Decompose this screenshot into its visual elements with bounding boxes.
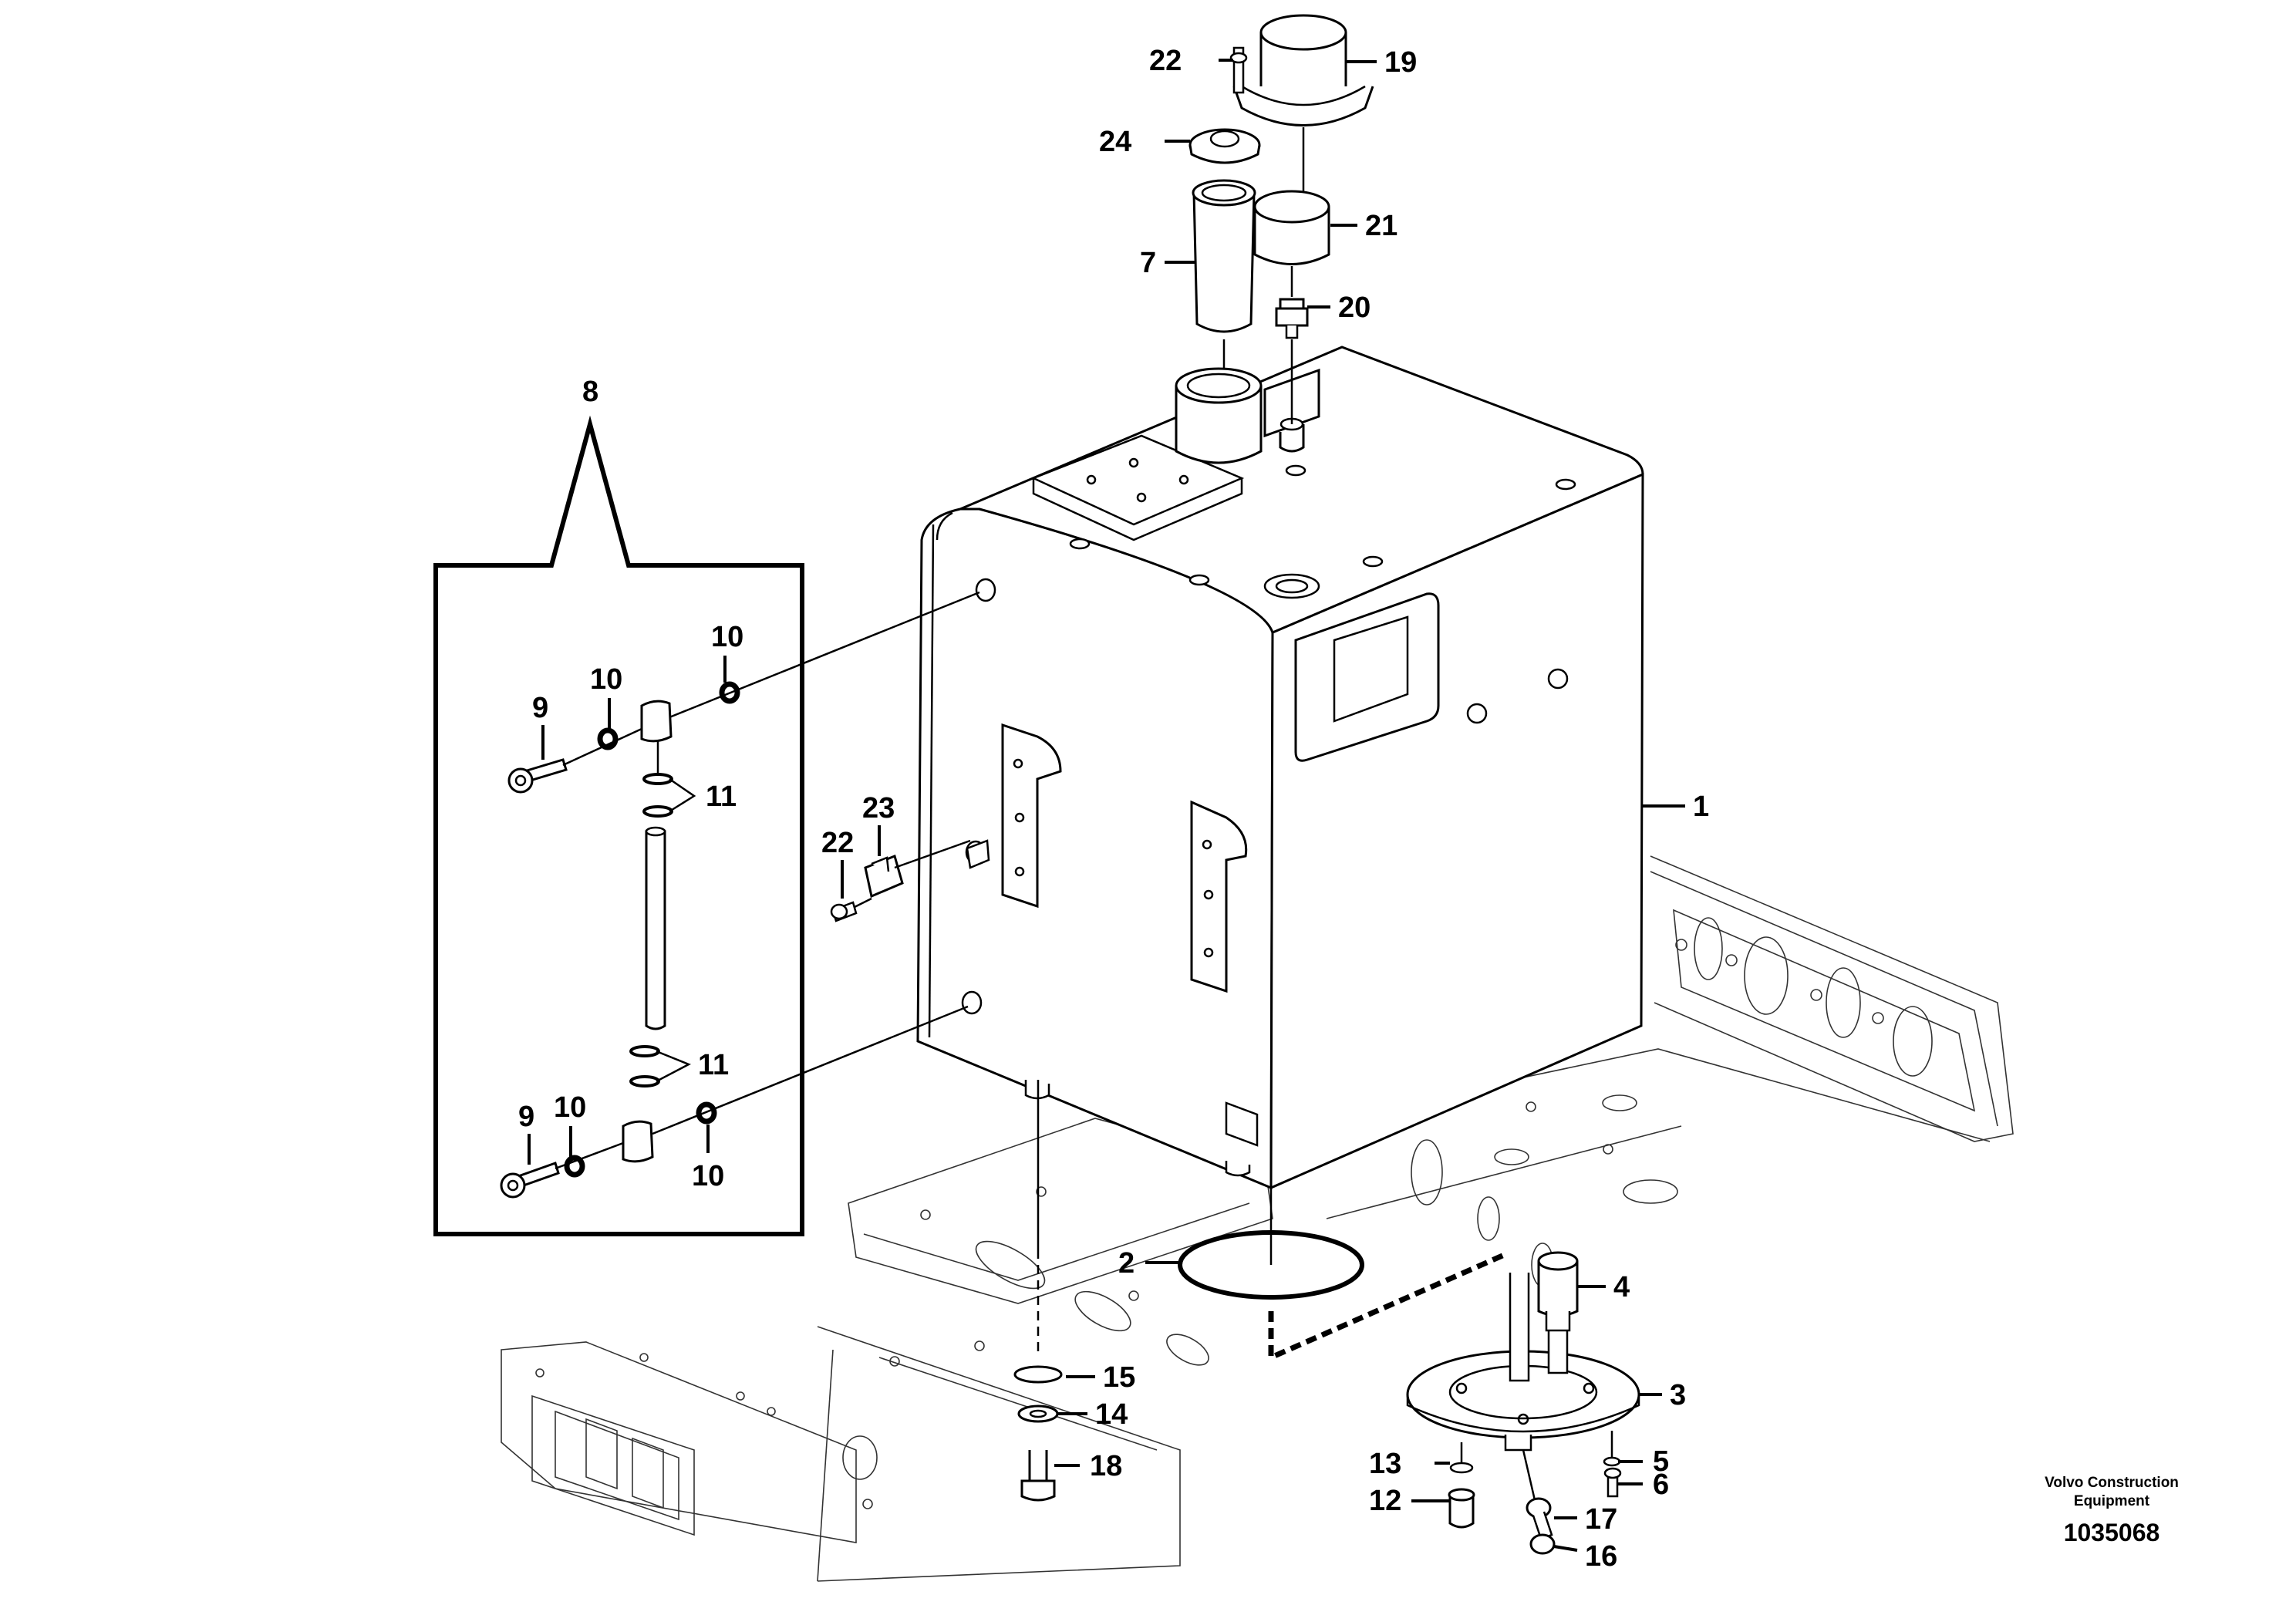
breather-cap-assembly: [1188, 14, 1374, 424]
hydraulic-tank: [916, 346, 1644, 1190]
callout-1: 1: [1693, 791, 1709, 823]
callout-15: 15: [1103, 1361, 1135, 1394]
callout-13: 13: [1369, 1448, 1401, 1480]
callout-12: 12: [1369, 1485, 1401, 1517]
callout-9-lower: 9: [518, 1101, 534, 1133]
callout-9-upper: 9: [532, 692, 548, 724]
callout-10-upper-left: 10: [590, 663, 622, 696]
callout-23: 23: [862, 792, 895, 824]
callout-5: 5: [1653, 1445, 1669, 1478]
callout-21: 21: [1365, 210, 1397, 242]
callout-20: 20: [1338, 292, 1371, 324]
callout-16: 16: [1585, 1540, 1617, 1573]
callout-labels: 1 2 3 4 5 6 7 8 9 9 10 10 10 10 11 11 12…: [518, 45, 1709, 1573]
mounting-bolt-assembly: [1013, 1080, 1063, 1502]
leader-lines: [528, 59, 1685, 1552]
callout-22-left: 22: [821, 827, 854, 859]
callout-10-lower-left: 10: [554, 1091, 586, 1124]
title-block: Volvo Construction Equipment 1035068: [2045, 1475, 2179, 1546]
clamp-assembly: [830, 839, 990, 922]
callout-7: 7: [1140, 247, 1156, 279]
callout-2: 2: [1118, 1247, 1135, 1280]
callout-4: 4: [1613, 1271, 1630, 1303]
callout-8: 8: [582, 376, 598, 408]
callout-11-lower: 11: [698, 1049, 729, 1081]
detail-box-level-gauge: [433, 415, 980, 1236]
brand-line-1: Volvo Construction: [2045, 1475, 2179, 1491]
callout-24: 24: [1099, 126, 1131, 158]
callout-14: 14: [1095, 1398, 1128, 1431]
figure-number: 1035068: [2064, 1519, 2160, 1546]
callout-17: 17: [1585, 1503, 1617, 1536]
callout-10-upper-right: 10: [711, 621, 743, 653]
callout-10-lower-right: 10: [692, 1160, 724, 1192]
callout-18: 18: [1090, 1450, 1122, 1482]
callout-3: 3: [1670, 1379, 1686, 1411]
callout-11-upper: 11: [706, 781, 737, 813]
callout-19: 19: [1384, 46, 1417, 79]
brand-line-2: Equipment: [2074, 1493, 2150, 1509]
callout-6: 6: [1653, 1469, 1669, 1501]
callout-22-top: 22: [1149, 45, 1182, 77]
bottom-cover-assembly: [1178, 1188, 1640, 1555]
